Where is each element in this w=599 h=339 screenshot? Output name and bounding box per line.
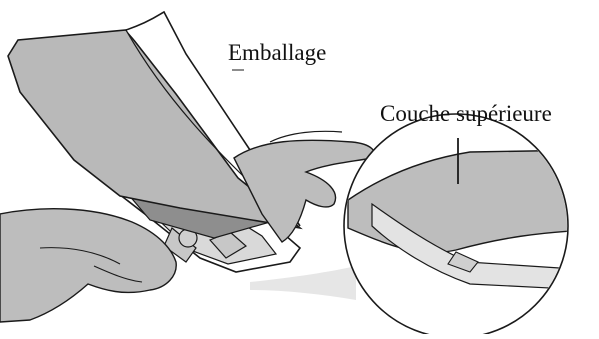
label-packaging: Emballage bbox=[228, 40, 326, 66]
magnifier-connector bbox=[250, 266, 356, 300]
label-top-layer: Couche supérieure bbox=[380, 101, 552, 127]
magnified-view bbox=[344, 114, 590, 334]
left-hand bbox=[0, 209, 176, 322]
